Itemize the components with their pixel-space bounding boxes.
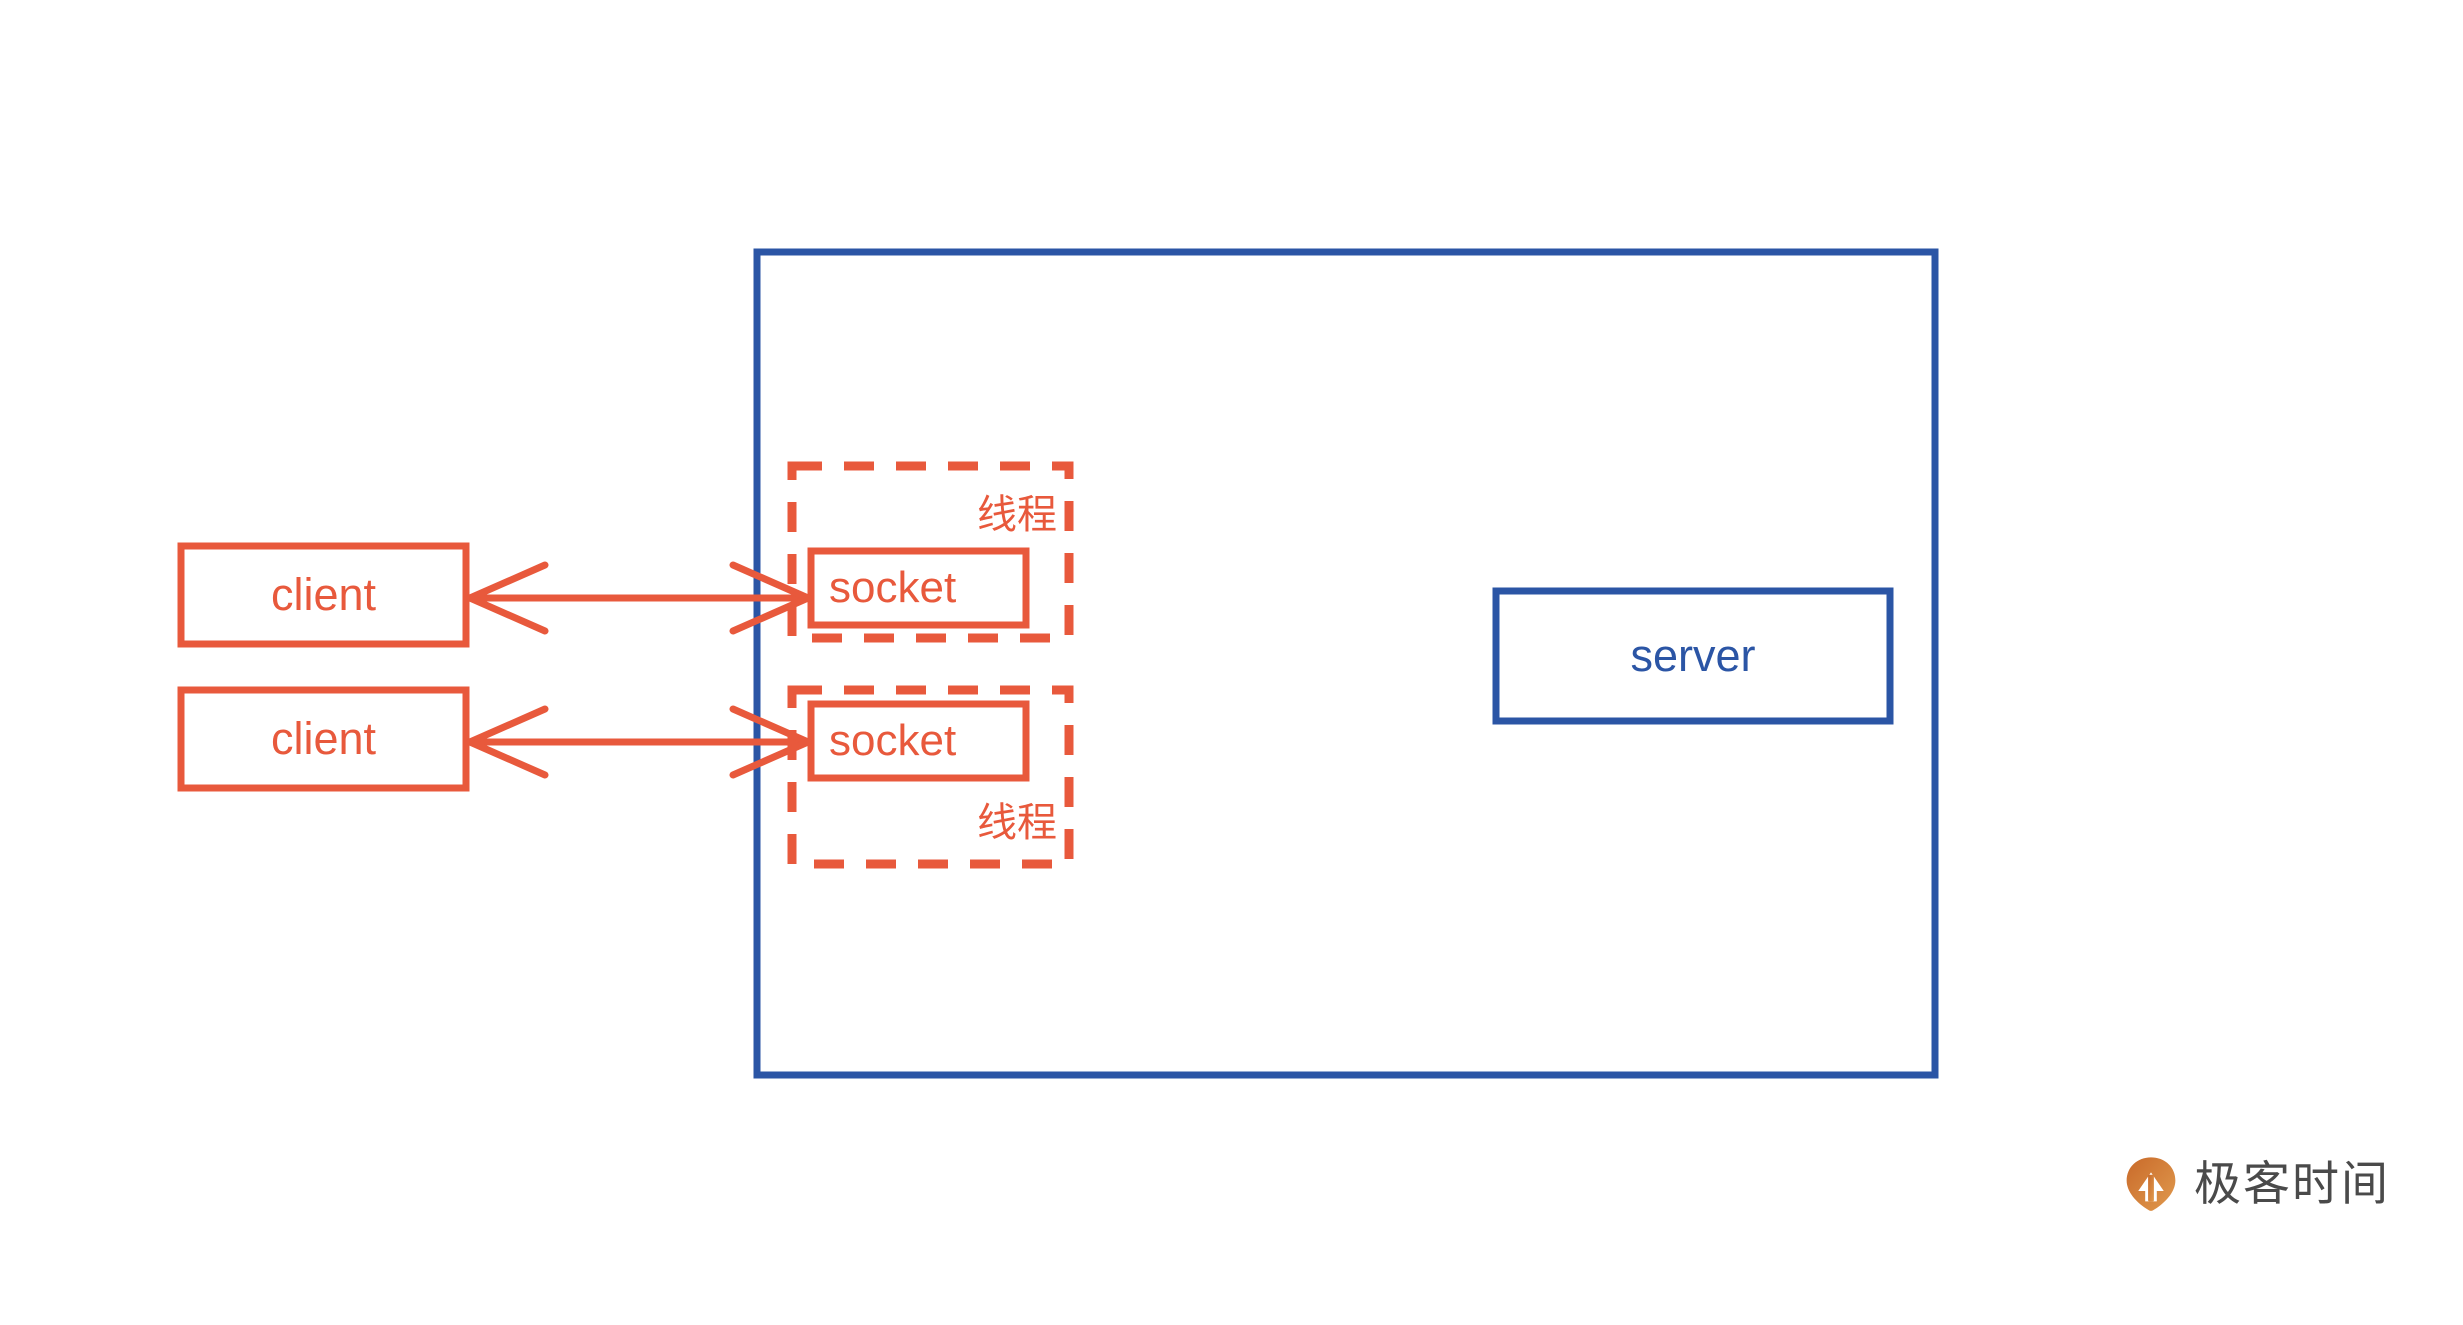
client-label-1-wrap: client	[181, 546, 466, 644]
client-label-2: client	[270, 713, 377, 764]
client-box-1[interactable]	[177, 542, 470, 648]
thread-group-box-1	[787, 461, 1074, 643]
client-label-1: client	[270, 569, 377, 620]
server-box[interactable]	[1492, 587, 1894, 725]
thread-label-2-wrap: 线程	[792, 788, 1057, 850]
geektime-pin-icon	[2126, 1157, 2176, 1211]
socket-box-1[interactable]	[807, 547, 1030, 629]
server-label: server	[1630, 630, 1756, 681]
socket-label-1: socket	[829, 563, 957, 612]
thread-label-2: 线程	[977, 801, 1057, 845]
server-label-wrap: server	[1496, 591, 1890, 721]
socket-label-2: socket	[829, 716, 957, 765]
connection-arrow-1	[466, 561, 812, 635]
socket-box-2[interactable]	[807, 700, 1030, 782]
connection-arrow-2	[466, 705, 812, 779]
server-host-container	[753, 248, 1939, 1079]
thread-label-1: 线程	[977, 493, 1057, 537]
thread-group-box-2	[787, 685, 1074, 869]
geektime-logo: 极客时间	[2122, 1155, 2390, 1213]
thread-label-1-wrap: 线程	[792, 480, 1057, 542]
socket-label-1-wrap: socket	[811, 551, 1026, 625]
geektime-logo-text: 极客时间	[2194, 1156, 2390, 1212]
client-label-2-wrap: client	[181, 690, 466, 788]
client-box-2[interactable]	[177, 686, 470, 792]
socket-label-2-wrap: socket	[811, 704, 1026, 778]
